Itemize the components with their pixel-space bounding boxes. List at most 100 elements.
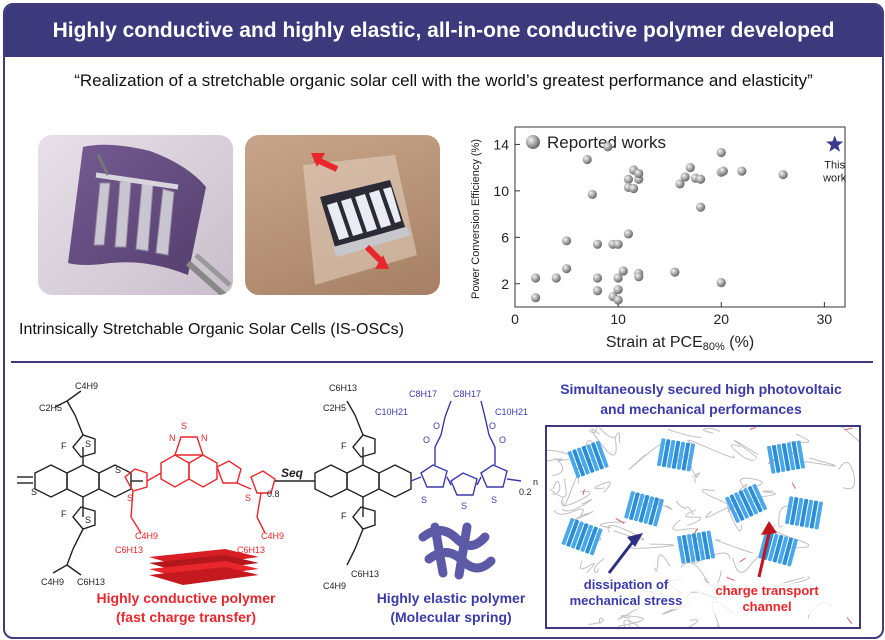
crystal-lamella: [566, 519, 579, 547]
atom-o-right-2: O: [489, 421, 496, 431]
group-c8h17-right: C8H17: [453, 389, 481, 399]
data-point: [561, 236, 572, 246]
data-point: [716, 278, 726, 288]
y-tick-label: 10: [493, 183, 509, 199]
atom-s-blue-1: S: [421, 495, 427, 505]
atom-n-acceptor-right: N: [201, 433, 208, 443]
polymer-chain: [841, 425, 876, 452]
polymer-chain: [685, 509, 702, 527]
crystal-domain: [725, 483, 768, 523]
crystal-lamella: [752, 483, 768, 511]
crystal-lamella: [799, 498, 809, 527]
polymer-chain: [561, 491, 591, 506]
data-point: [623, 229, 634, 239]
crystal-lamella: [781, 443, 791, 472]
performance-title: Simultaneously secured high photovoltaic…: [545, 379, 857, 419]
crosslink: [582, 489, 585, 495]
crystal-lamella: [677, 535, 686, 564]
crosslink: [846, 617, 853, 625]
polymer-chain: [667, 428, 702, 438]
crystal-domain: [561, 518, 603, 556]
x-tick-label: 0: [511, 311, 519, 327]
plot-frame: [514, 126, 846, 308]
polymer-chain: [543, 458, 570, 463]
crystal-lamella: [585, 526, 598, 554]
stretch-arrow-up-icon: [311, 153, 339, 172]
atom-s-top: S: [85, 439, 91, 449]
crystal-lamella: [686, 443, 695, 472]
title-bar: Highly conductive and highly elastic, al…: [5, 5, 882, 57]
polymer-chain: [730, 444, 756, 461]
crystal-domain: [767, 440, 805, 474]
group-c4h9-red-right: C4H9: [261, 531, 284, 541]
x-axis-label: Strain at PCE80% (%): [606, 334, 754, 353]
elastic-polymer-label: Highly elastic polymer (Molecular spring…: [351, 589, 551, 627]
crystal-lamella: [747, 486, 763, 513]
atom-f-top: F: [61, 441, 67, 451]
conductive-polymer-label: Highly conductive polymer (fast charge t…: [71, 589, 301, 627]
x-tick-label: 10: [610, 311, 626, 327]
crystal-lamella: [567, 450, 581, 478]
data-point: [634, 272, 644, 282]
data-point: [628, 183, 639, 194]
this-work-label-line2: work: [822, 172, 847, 184]
crosslink: [739, 557, 747, 563]
crystal-lamella: [696, 532, 706, 561]
polymer-network-diagram: dissipation of mechanical stress charge …: [537, 399, 876, 636]
bdt-unit-right: [314, 400, 412, 566]
data-point: [561, 264, 572, 274]
data-point: [531, 293, 541, 303]
crosslink: [615, 517, 625, 525]
data-point: [680, 172, 690, 182]
conductive-label-line2: (fast charge transfer): [115, 609, 257, 625]
group-c6h13-bottom-right: C6H13: [351, 569, 379, 579]
crystal-lamella: [771, 444, 781, 473]
data-point: [613, 284, 623, 295]
crystal-lamella: [638, 494, 650, 523]
group-c4h9-bottom-right: C4H9: [323, 581, 346, 591]
crystal-lamella: [758, 531, 769, 559]
data-point: [634, 168, 644, 179]
crystal-lamella: [782, 537, 793, 566]
data-point: [716, 147, 726, 158]
polymer-structure: C4H9 C2H5 F S S S F S C6H13 C4H9: [11, 377, 541, 632]
group-c4h9-top: C4H9: [75, 381, 98, 391]
crystal-lamella: [681, 534, 691, 563]
crystal-lamella: [796, 440, 805, 469]
data-point: [603, 142, 613, 152]
polymer-chain: [702, 427, 721, 434]
group-c6h13-bottom-left: C6H13: [77, 577, 105, 587]
crystal-lamella: [624, 491, 635, 519]
crystal-lamella: [767, 445, 776, 474]
crystal-lamella: [787, 538, 798, 567]
y-tick-label: 6: [501, 229, 509, 245]
y-tick-label: 14: [493, 136, 509, 152]
polymer-chain: [561, 498, 593, 512]
atom-s-acceptor: S: [181, 421, 187, 431]
polymer-chain: [549, 478, 567, 498]
crosslink: [693, 528, 699, 535]
elastic-label-line2: (Molecular spring): [390, 609, 512, 625]
polymer-chain: [594, 481, 611, 493]
crystal-lamella: [629, 492, 640, 520]
atom-s-red-left: S: [127, 493, 133, 503]
crystal-lamella: [681, 442, 691, 471]
crystal-lamella: [701, 531, 711, 560]
section-divider: [11, 361, 873, 363]
stretch-arrow-down-icon: [364, 244, 389, 269]
dissipation-arrow-icon: [607, 533, 643, 574]
data-point: [592, 273, 603, 283]
atom-n-acceptor-left: N: [169, 433, 176, 443]
data-point: [592, 286, 603, 296]
photo-skin-device: [245, 135, 440, 295]
crosslink: [844, 427, 853, 431]
crosslink: [791, 482, 796, 489]
infographic-frame: Highly conductive and highly elastic, al…: [3, 3, 884, 639]
data-point: [718, 166, 728, 176]
crystal-lamella: [589, 528, 603, 556]
group-c10h21-left: C10H21: [375, 407, 408, 417]
crystal-lamella: [791, 441, 801, 470]
data-point: [696, 174, 706, 184]
crystal-lamella: [686, 534, 696, 562]
